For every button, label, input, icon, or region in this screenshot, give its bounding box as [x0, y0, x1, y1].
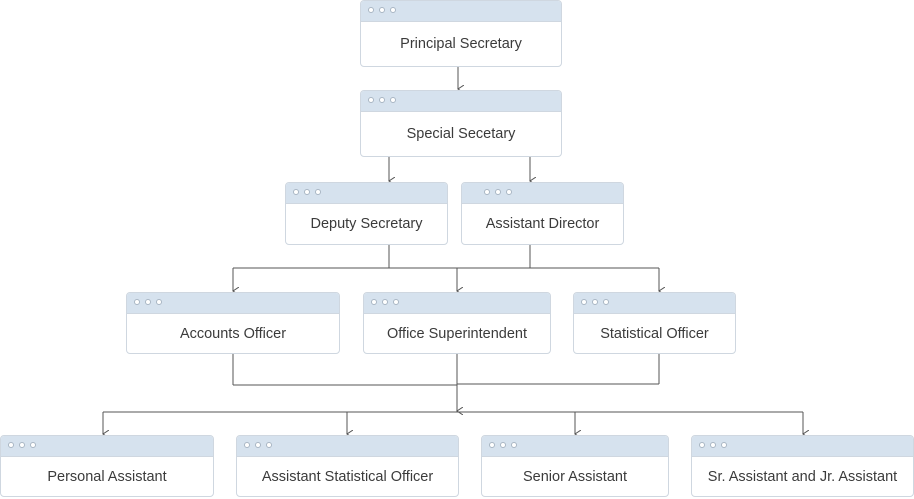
window-dot-icon: [293, 189, 299, 195]
window-bar: [462, 183, 623, 204]
window-bar: [237, 436, 458, 457]
window-dot-icon: [134, 299, 140, 305]
node-label: Principal Secretary: [400, 36, 522, 52]
window-dot-icon: [315, 189, 321, 195]
window-dot-icon: [699, 442, 705, 448]
window-bar: [692, 436, 913, 457]
node-sr-and-jr-assistant: Sr. Assistant and Jr. Assistant: [691, 435, 914, 497]
window-bar: [364, 293, 550, 314]
window-dot-icon: [511, 442, 517, 448]
node-personal-assistant: Personal Assistant: [0, 435, 214, 497]
window-dot-icon: [603, 299, 609, 305]
window-bar: [574, 293, 735, 314]
node-label: Special Secetary: [406, 126, 516, 142]
window-dot-icon: [500, 442, 506, 448]
node-label: Sr. Assistant and Jr. Assistant: [707, 468, 898, 485]
node-label: Assistant Statistical Officer: [261, 468, 434, 485]
window-bar: [361, 1, 561, 22]
window-dot-icon: [506, 189, 512, 195]
window-dot-icon: [393, 299, 399, 305]
node-assistant-director: Assistant Director: [461, 182, 624, 245]
window-dot-icon: [721, 442, 727, 448]
window-dot-icon: [145, 299, 151, 305]
window-dot-icon: [244, 442, 250, 448]
node-label: Statistical Officer: [600, 325, 709, 342]
window-dot-icon: [368, 97, 374, 103]
window-dot-icon: [8, 442, 14, 448]
node-senior-assistant: Senior Assistant: [481, 435, 669, 497]
window-dot-icon: [368, 7, 374, 13]
node-label: Office Superintendent: [387, 325, 527, 342]
window-bar: [1, 436, 213, 457]
window-bar: [127, 293, 339, 314]
node-label: Personal Assistant: [47, 468, 167, 485]
window-dot-icon: [156, 299, 162, 305]
node-principal-secretary: Principal Secretary: [360, 0, 562, 67]
node-office-superintendent: Office Superintendent: [363, 292, 551, 354]
window-bar: [361, 91, 561, 112]
window-dot-icon: [379, 97, 385, 103]
node-assistant-statistical-officer: Assistant Statistical Officer: [236, 435, 459, 497]
window-dot-icon: [19, 442, 25, 448]
window-dot-icon: [390, 7, 396, 13]
node-label: Deputy Secretary: [310, 216, 423, 232]
window-dot-icon: [495, 189, 501, 195]
window-dot-icon: [382, 299, 388, 305]
window-dot-icon: [379, 7, 385, 13]
window-dot-icon: [304, 189, 310, 195]
node-statistical-officer: Statistical Officer: [573, 292, 736, 354]
node-label: Assistant Director: [485, 216, 600, 232]
window-bar: [286, 183, 447, 204]
node-deputy-secretary: Deputy Secretary: [285, 182, 448, 245]
window-dot-icon: [489, 442, 495, 448]
window-dot-icon: [710, 442, 716, 448]
window-dot-icon: [592, 299, 598, 305]
window-dot-icon: [266, 442, 272, 448]
window-dot-icon: [255, 442, 261, 448]
window-dot-icon: [390, 97, 396, 103]
window-dot-icon: [581, 299, 587, 305]
node-label: Senior Assistant: [523, 468, 627, 485]
window-dot-icon: [30, 442, 36, 448]
window-dot-icon: [484, 189, 490, 195]
window-dot-icon: [371, 299, 377, 305]
node-accounts-officer: Accounts Officer: [126, 292, 340, 354]
node-label: Accounts Officer: [179, 325, 287, 342]
node-special-secetary: Special Secetary: [360, 90, 562, 157]
window-bar: [482, 436, 668, 457]
